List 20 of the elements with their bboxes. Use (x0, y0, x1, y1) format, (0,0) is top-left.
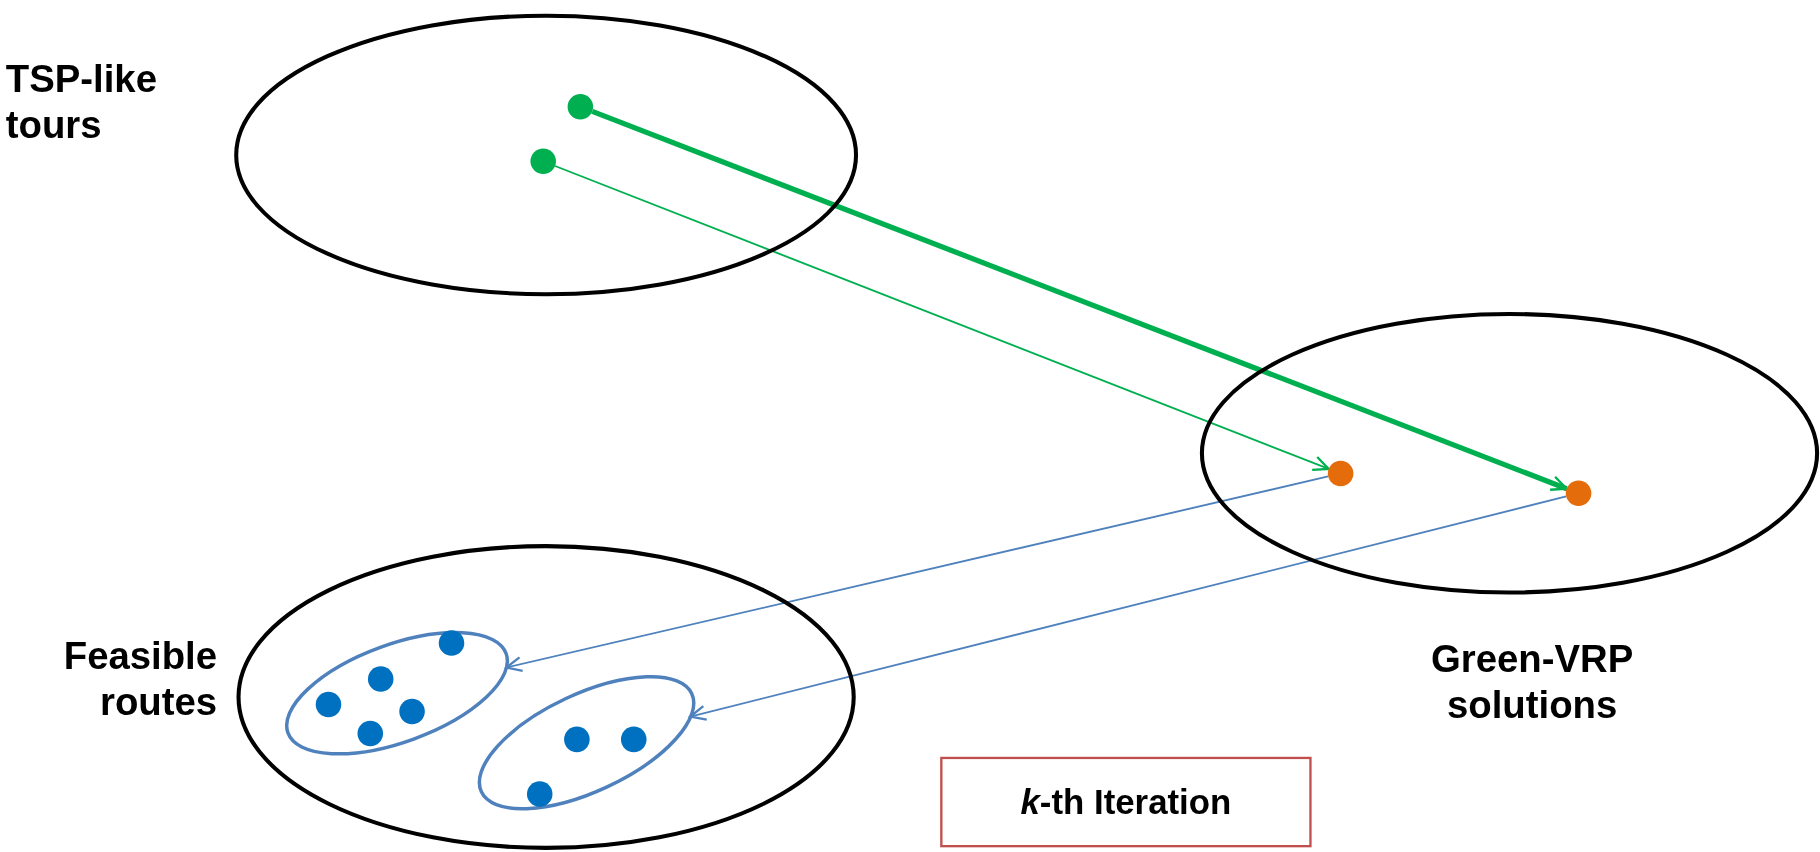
point-dot (564, 726, 590, 753)
iteration-box: k-th Iteration (940, 756, 1312, 848)
point-dot (1327, 460, 1354, 487)
point-dot (438, 630, 465, 656)
set-label: Feasible routes (62, 632, 218, 726)
point-dot (367, 666, 394, 692)
point-dot (567, 94, 594, 120)
arrow (505, 475, 1330, 673)
point-dot (620, 726, 647, 753)
point-dot (399, 698, 425, 725)
set-label: TSP-like tours (5, 55, 158, 149)
arrow (689, 495, 1568, 721)
point-dot (357, 720, 383, 747)
arrow (554, 165, 1330, 472)
point-dot (315, 691, 342, 718)
point-dot (526, 781, 553, 807)
set-label: Green-VRP solutions (1430, 636, 1635, 729)
arrow (591, 108, 1568, 492)
point-dot (1565, 480, 1592, 507)
point-dot (530, 148, 556, 175)
